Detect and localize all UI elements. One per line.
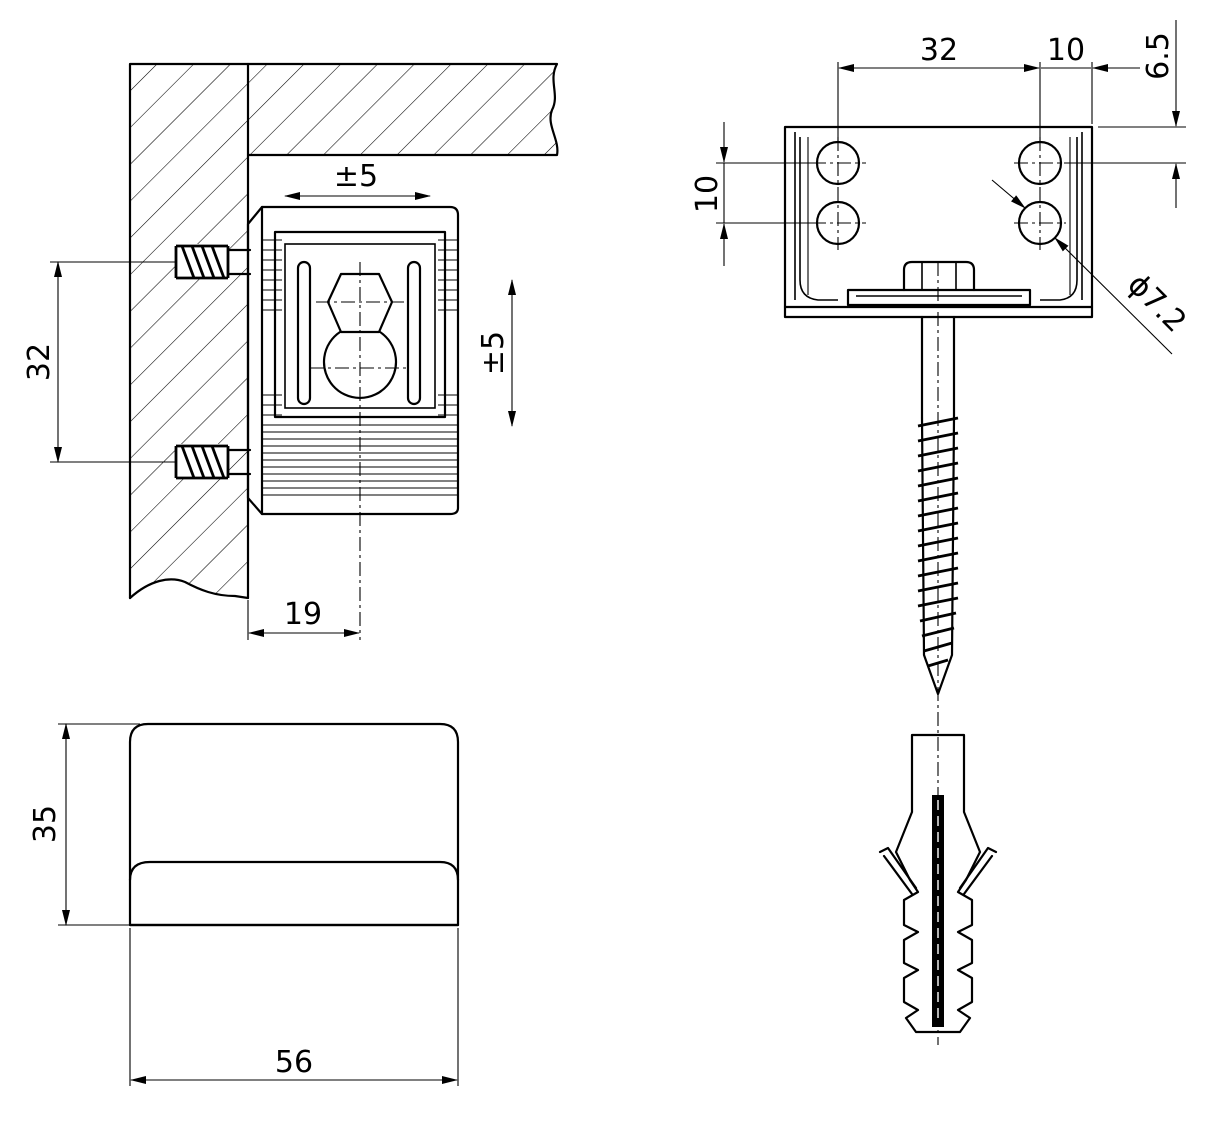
dim-adjust-horizontal: ±5 [284, 159, 431, 200]
hanger-body-side [246, 205, 460, 640]
adjust-vertical-label: ±5 [476, 331, 511, 375]
bracket-top-offset-label: 6.5 [1141, 32, 1176, 80]
dim-bracket-vertical-spacing: 10 [690, 122, 812, 266]
wall-section [128, 62, 250, 600]
dim-hole-spacing-left: 32 [22, 261, 176, 463]
dim-bracket-hole-spacing: 32 [837, 33, 1041, 142]
bracket-hole-spacing-label: 32 [920, 33, 958, 68]
hole-diameter-label: ϕ7.2 [1120, 267, 1192, 339]
dim-bracket-edge-offset: 10 [1041, 33, 1140, 124]
dim-cover-height: 35 [28, 723, 140, 926]
dim-bracket-top-offset: 6.5 [1066, 20, 1186, 208]
wall-screw-upper [174, 244, 252, 280]
bracket-vertical-spacing-label: 10 [690, 175, 725, 213]
adjust-horizontal-label: ±5 [334, 159, 378, 194]
wall-plug [878, 733, 998, 1034]
bracket-edge-offset-label: 10 [1047, 33, 1085, 68]
dim-adjust-vertical: ±5 [476, 279, 516, 427]
cover-width-label: 56 [275, 1045, 313, 1080]
hole-spacing-left-label: 32 [22, 343, 57, 381]
depth-offset-label: 19 [284, 597, 322, 632]
dim-depth-offset: 19 [247, 597, 360, 640]
shelf-section [246, 62, 559, 157]
cover-cap [128, 722, 460, 927]
dim-cover-width: 56 [129, 928, 459, 1086]
cover-height-label: 35 [28, 805, 63, 843]
